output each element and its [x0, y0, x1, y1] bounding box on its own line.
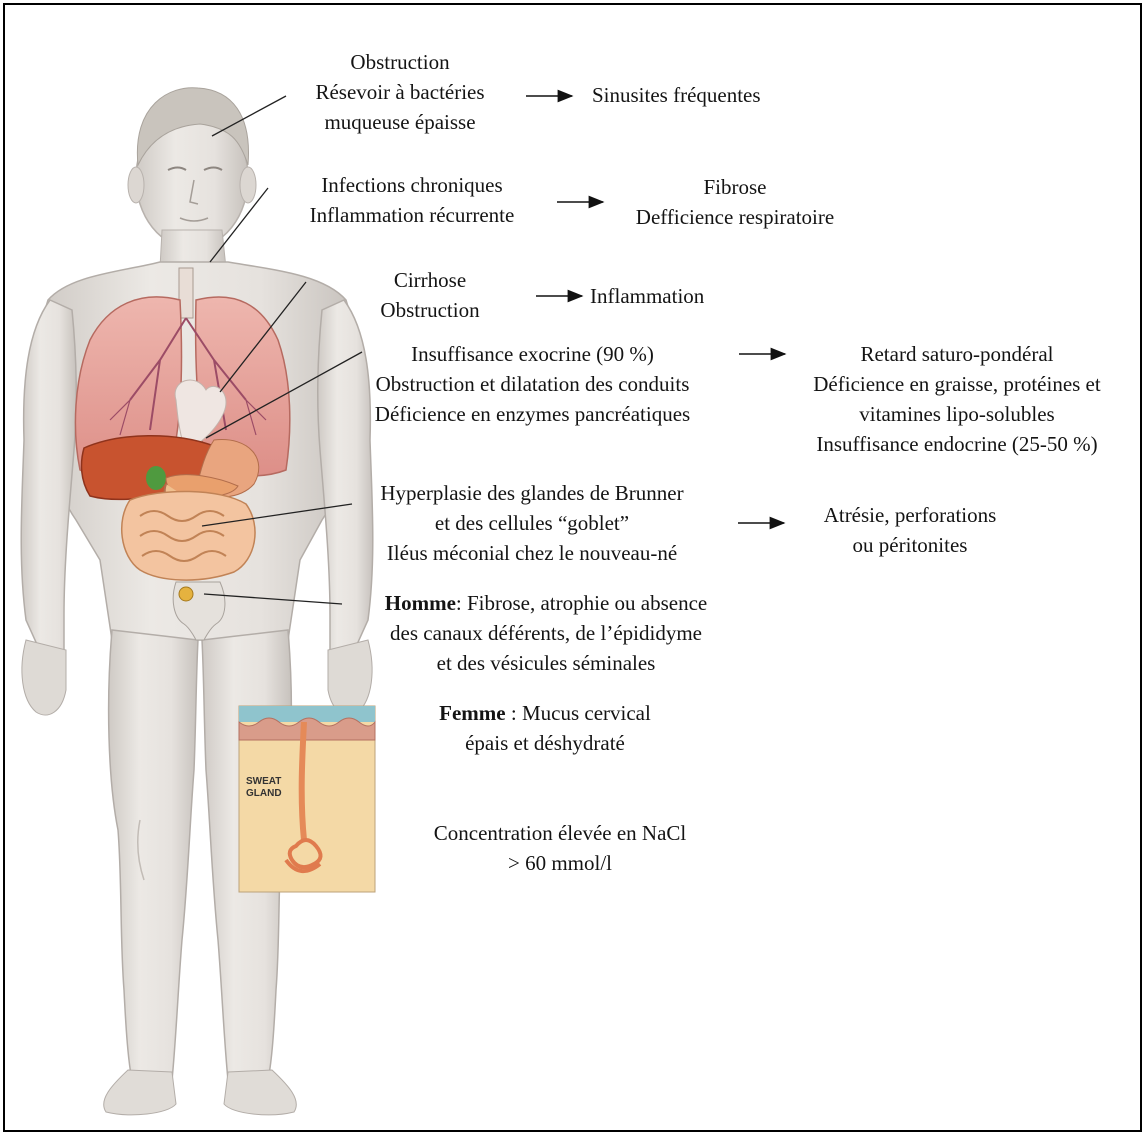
sweat-label-line-1: SWEAT: [246, 776, 282, 788]
intestine-causes: Hyperplasie des glandes de Brunner et de…: [332, 478, 732, 568]
female-line-1-text: : Mucus cervical: [506, 701, 651, 725]
intestine-cause-1: Hyperplasie des glandes de Brunner: [332, 478, 732, 508]
lung-consequence-1: Fibrose: [600, 172, 870, 202]
sweat-line-2: > 60 mmol/l: [390, 848, 730, 878]
left-hand: [22, 640, 66, 715]
left-foot: [104, 1070, 176, 1115]
liver-causes: Cirrhose Obstruction: [360, 265, 500, 325]
male-label: Homme: [385, 591, 456, 615]
liver-cause-2: Obstruction: [360, 295, 500, 325]
lung-causes: Infections chroniques Inflammation récur…: [272, 170, 552, 230]
pancreas-causes: Insuffisance exocrine (90 %) Obstruction…: [330, 339, 735, 429]
lung-consequence-2: Defficience respiratoire: [600, 202, 870, 232]
intestine-cause-3: Iléus méconial chez le nouveau-né: [332, 538, 732, 568]
intestine-cause-2: et des cellules “goblet”: [332, 508, 732, 538]
female-label: Femme: [439, 701, 505, 725]
head-causes: Obstruction Résevoir à bactéries muqueus…: [280, 47, 520, 137]
male-line-1-text: : Fibrose, atrophie ou absence: [456, 591, 707, 615]
intestine-consequence-1: Atrésie, perforations: [790, 500, 1030, 530]
left-leg: [109, 630, 198, 1080]
sweat-line-1: Concentration élevée en NaCl: [390, 818, 730, 848]
sweat-effects: Concentration élevée en NaCl > 60 mmol/l: [390, 818, 730, 878]
head-cause-2: Résevoir à bactéries: [280, 77, 520, 107]
lung-consequences: Fibrose Defficience respiratoire: [600, 172, 870, 232]
pancreas-consequence-1: Retard saturo-pondéral: [776, 339, 1138, 369]
male-line-3: et des vésicules séminales: [336, 648, 756, 678]
pancreas-consequence-2: Déficience en graisse, protéines et: [776, 369, 1138, 399]
head-consequence: Sinusites fréquentes: [592, 80, 761, 110]
male-line-1: Homme: Fibrose, atrophie ou absence: [336, 588, 756, 618]
female-line-1: Femme : Mucus cervical: [400, 698, 690, 728]
left-arm: [21, 300, 76, 660]
right-foot: [224, 1070, 296, 1115]
female-line-2: épais et déshydraté: [400, 728, 690, 758]
female-effects: Femme : Mucus cervical épais et déshydra…: [400, 698, 690, 758]
intestine-consequence-2: ou péritonites: [790, 530, 1030, 560]
pancreas-cause-2: Obstruction et dilatation des conduits: [330, 369, 735, 399]
pancreas-cause-1: Insuffisance exocrine (90 %): [330, 339, 735, 369]
liver-cause-1: Cirrhose: [360, 265, 500, 295]
intestine-consequences: Atrésie, perforations ou péritonites: [790, 500, 1030, 560]
pancreas-consequences: Retard saturo-pondéral Déficience en gra…: [776, 339, 1138, 459]
male-line-2: des canaux déférents, de l’épididyme: [336, 618, 756, 648]
pancreas-consequence-3: vitamines lipo-solubles: [776, 399, 1138, 429]
sweat-label-line-2: GLAND: [246, 788, 282, 800]
lung-cause-2: Inflammation récurrente: [272, 200, 552, 230]
lung-cause-1: Infections chroniques: [272, 170, 552, 200]
head-cause-3: muqueuse épaisse: [280, 107, 520, 137]
pancreas-cause-3: Déficience en enzymes pancréatiques: [330, 399, 735, 429]
head-cause-1: Obstruction: [280, 47, 520, 77]
sweat-gland-label: SWEAT GLAND: [246, 776, 282, 800]
male-effects: Homme: Fibrose, atrophie ou absence des …: [336, 588, 756, 678]
liver-consequence: Inflammation: [590, 281, 704, 311]
pancreas-consequence-4: Insuffisance endocrine (25-50 %): [776, 429, 1138, 459]
